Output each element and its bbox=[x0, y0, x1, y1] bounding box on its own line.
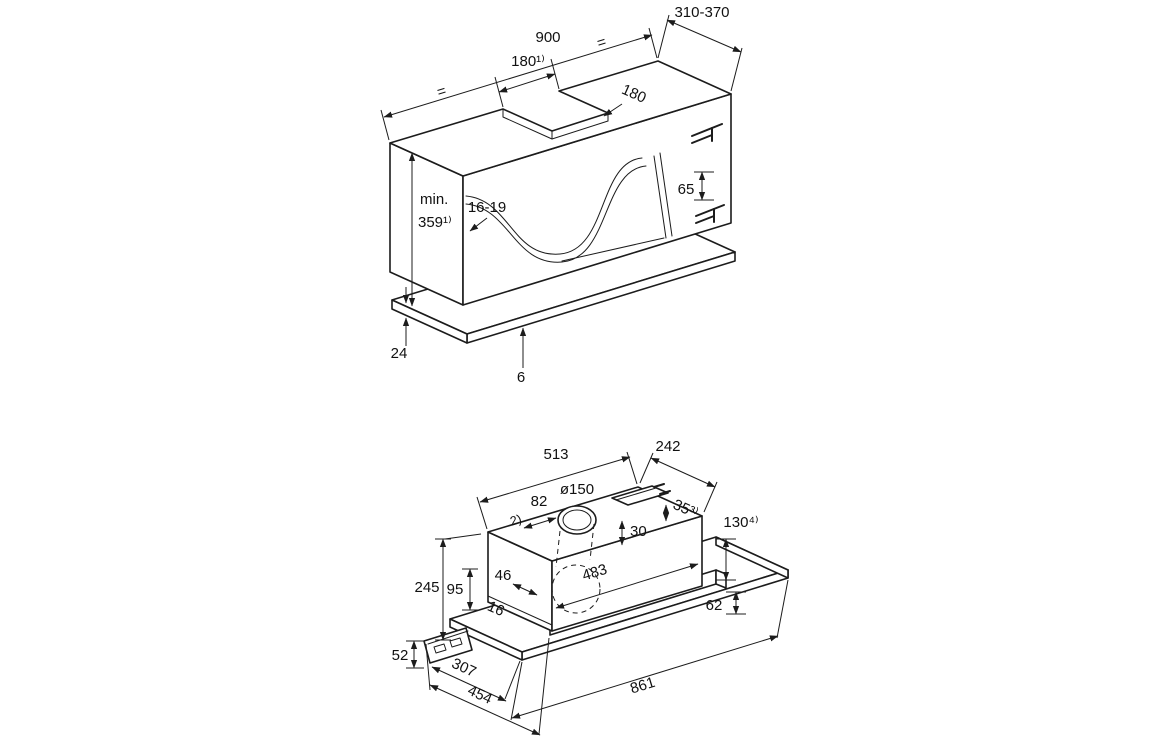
dim-depth-range: 310-370 bbox=[657, 4, 743, 92]
dim-861: 861 bbox=[510, 579, 789, 721]
footnote-2: 2) bbox=[508, 512, 523, 529]
dim-label-panel-thickness: 16-19 bbox=[468, 199, 506, 216]
dim-panel-thickness: 16-19 bbox=[468, 199, 506, 232]
dim-label-depth-range: 310-370 bbox=[674, 4, 729, 21]
dim-95: 95 bbox=[447, 568, 478, 611]
dim-label-513: 513 bbox=[543, 446, 568, 463]
duct-collar bbox=[557, 505, 597, 535]
dim-label-95: 95 bbox=[447, 581, 464, 598]
dim-bracket-spacing: 65 bbox=[678, 171, 714, 201]
dim-label-483: 483 bbox=[580, 561, 609, 585]
equal-mark-right: = bbox=[595, 33, 609, 52]
dim-82: 82 bbox=[523, 493, 557, 529]
dim-130: 130⁴⁾ bbox=[716, 514, 759, 581]
dim-label-245: 245 bbox=[414, 579, 439, 596]
dim-30: 30 bbox=[618, 520, 647, 546]
dim-label-base-thickness: 24 bbox=[391, 345, 408, 362]
hood-seam-line bbox=[487, 595, 553, 626]
dim-label-454: 454 bbox=[465, 682, 495, 708]
dim-label-16: 16 bbox=[485, 598, 507, 620]
dim-label-base-gap: 6 bbox=[517, 369, 525, 386]
mounting-bracket-upper bbox=[691, 123, 723, 144]
dim-52: 52 bbox=[392, 640, 424, 669]
dim-label-82: 82 bbox=[531, 493, 548, 510]
dim-label-900: 900 bbox=[535, 29, 560, 46]
dim-label-cutout-width: 180¹⁾ bbox=[511, 53, 545, 70]
dim-cutout-width: 180¹⁾ bbox=[494, 53, 560, 108]
mounting-bracket-lower bbox=[695, 204, 725, 224]
dim-label-duct-diameter: ø150 bbox=[560, 481, 594, 498]
dim-245: 245 bbox=[414, 533, 482, 641]
dim-62: 62 bbox=[706, 591, 746, 615]
dim-513: 513 bbox=[476, 446, 638, 530]
dim-label-242: 242 bbox=[655, 438, 680, 455]
mounting-rail bbox=[423, 627, 473, 664]
dim-label-46: 46 bbox=[495, 567, 512, 584]
equal-mark-left: = bbox=[435, 82, 449, 101]
dim-label-30: 30 bbox=[630, 523, 647, 540]
dim-label-min-height: 359¹⁾ bbox=[418, 214, 452, 231]
dim-483: 483 bbox=[555, 561, 699, 609]
front-panel-wave-cut bbox=[465, 152, 673, 263]
dim-label-bracket-spacing: 65 bbox=[678, 181, 695, 198]
dim-242: 242 bbox=[639, 438, 718, 513]
dim-label-62: 62 bbox=[706, 597, 723, 614]
dim-label-861: 861 bbox=[628, 674, 657, 698]
dim-46: 46 bbox=[495, 567, 538, 596]
dim-base-thickness: 24 bbox=[391, 287, 410, 362]
dim-base-gap: 6 bbox=[517, 327, 527, 386]
dim-label-130: 130⁴⁾ bbox=[723, 514, 758, 531]
lower-view-dimensions: 513 242 ø150 82 2) 35³⁾ 30 bbox=[392, 438, 789, 736]
dim-min-height: min. 359¹⁾ bbox=[408, 152, 452, 307]
dim-label-min: min. bbox=[420, 191, 448, 208]
dim-label-52: 52 bbox=[392, 647, 409, 664]
